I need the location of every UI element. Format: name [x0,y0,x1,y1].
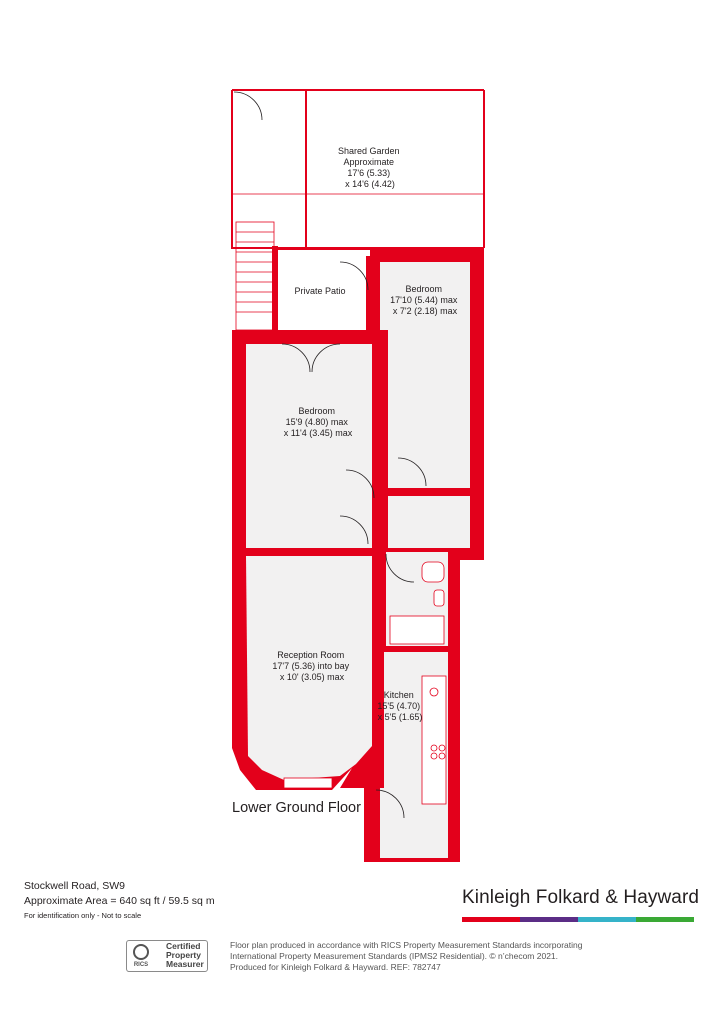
room-labels: Shared Garden Approximate 17'6 (5.33) x … [272,146,460,722]
rics-line-2: Property [166,950,201,960]
patio-floor [276,250,370,330]
brand-bar-1 [462,917,520,922]
brand-bar-2 [520,917,578,922]
doors [233,91,427,819]
kitchen-line-2: 15'5 (4.70) [377,701,420,711]
garden-line-2: Approximate [343,157,394,167]
disclaimer-line-3: Produced for Kinleigh Folkard & Hayward.… [230,962,441,972]
garden-label: Shared Garden Approximate 17'6 (5.33) x … [338,146,402,189]
area-line: Approximate Area = 640 sq ft / 59.5 sq m [24,895,215,907]
bay-window [283,777,333,789]
bedroom2-line-1: Bedroom [405,284,442,294]
kitchen-line-3: x 5'5 (1.65) [378,712,423,722]
stairs [235,221,275,331]
reception-line-1: Reception Room [277,650,344,660]
disclaimer-line-2: International Property Measurement Stand… [230,951,559,961]
rics-badge [126,940,208,972]
hall-floor [338,496,470,548]
bedroom1-label: Bedroom 15'9 (4.80) max x 11'4 (3.45) ma… [284,406,353,438]
bedroom1-line-1: Bedroom [298,406,335,416]
brand-bar-4 [636,917,694,922]
rics-logo-icon: RICS [133,944,149,968]
reception-line-2: 17'7 (5.36) into bay [272,661,349,671]
bedroom1-line-3: x 11'4 (3.45) max [284,428,353,438]
brand-name: Kinleigh Folkard & Hayward [462,887,700,908]
kitchen-label: Kitchen 15'5 (4.70) x 5'5 (1.65) [377,690,422,722]
internal-walls [232,246,472,858]
patio-line-1: Private Patio [294,286,345,296]
rics-logo-text: RICS [134,962,148,968]
brand-bar-3 [578,917,636,922]
reception-label: Reception Room 17'7 (5.36) into bay x 10… [272,650,351,682]
scale-note: For identification only - Not to scale [24,911,142,920]
bedroom1-line-2: 15'9 (4.80) max [286,417,349,427]
patio-label: Private Patio [294,286,345,296]
bedroom2-line-3: x 7'2 (2.18) max [393,306,458,316]
bedroom2-floor [380,262,470,488]
bedroom2-label: Bedroom 17'10 (5.44) max x 7'2 (2.18) ma… [390,284,460,316]
garden-line-4: x 14'6 (4.42) [345,179,395,189]
kitchen-line-1: Kitchen [384,690,414,700]
disclaimer-line-1: Floor plan produced in accordance with R… [230,940,583,950]
fixtures [389,561,447,805]
garden-line-3: 17'6 (5.33) [347,168,390,178]
floor-plan: Shared Garden Approximate 17'6 (5.33) x … [231,89,485,862]
garden-line-1: Shared Garden [338,146,400,156]
floor-label: Lower Ground Floor [232,800,361,816]
rics-line-3: Measurer [166,959,204,969]
reception-floor [246,556,372,780]
rics-line-1: Certified [166,941,201,951]
reception-line-3: x 10' (3.05) max [280,672,345,682]
bedroom2-line-2: 17'10 (5.44) max [390,295,458,305]
address-line: Stockwell Road, SW9 [24,880,125,892]
